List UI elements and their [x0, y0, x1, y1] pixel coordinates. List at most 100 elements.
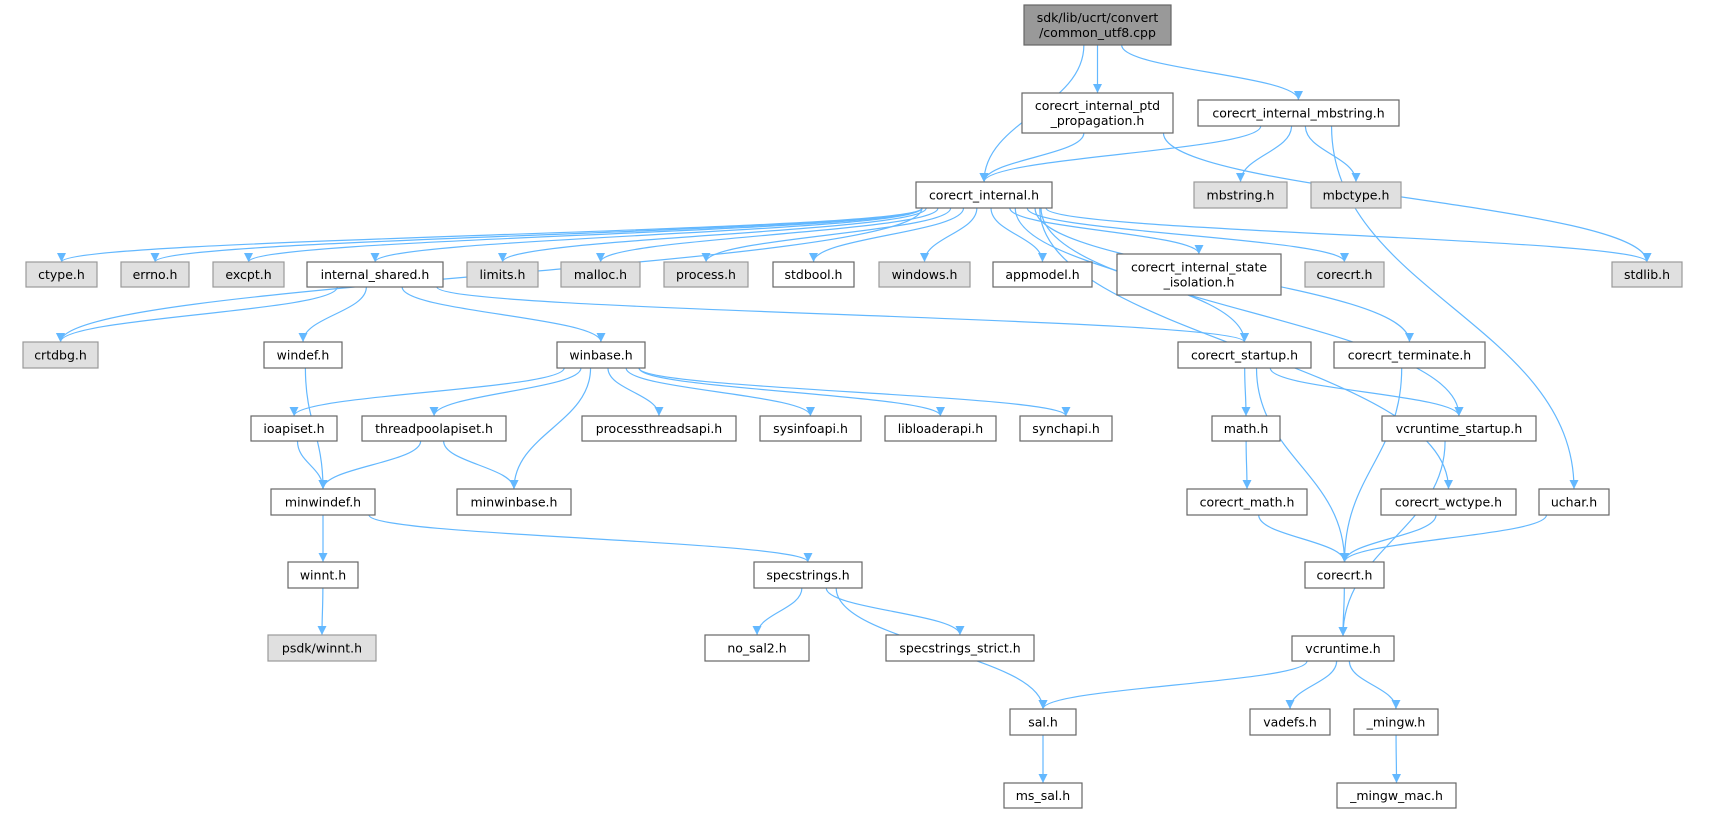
node-limits[interactable]: limits.h — [466, 261, 539, 288]
edge-mbsi-to-ci — [979, 125, 1262, 183]
edge-uchar-to-corecrt — [1340, 514, 1548, 563]
node-box — [759, 415, 862, 442]
node-windef[interactable]: windef.h — [263, 341, 343, 369]
node-math[interactable]: math.h — [1211, 415, 1281, 442]
node-box — [704, 634, 810, 662]
edge-startup-to-vcstartup — [1269, 367, 1464, 417]
edge-ishared-to-crtdbg — [56, 286, 338, 343]
node-ci[interactable]: corecrt_internal.h — [915, 181, 1053, 209]
node-label: math.h — [1224, 421, 1269, 436]
node-libloader[interactable]: libloaderapi.h — [884, 415, 997, 442]
node-label: process.h — [676, 267, 736, 282]
node-label: corecrt_math.h — [1200, 495, 1295, 510]
edge-winbase-to-ioapiset — [289, 367, 565, 417]
node-ishared[interactable]: internal_shared.h — [306, 261, 444, 288]
node-winnt[interactable]: winnt.h — [287, 561, 359, 589]
node-mbstring[interactable]: mbstring.h — [1193, 181, 1288, 209]
node-mingwmac[interactable]: _mingw_mac.h — [1336, 782, 1457, 809]
node-label: /common_utf8.cpp — [1039, 25, 1156, 40]
node-vcruntime[interactable]: vcruntime.h — [1291, 635, 1395, 662]
edge-vcruntime-to-mingw — [1348, 660, 1401, 710]
node-box — [1538, 488, 1610, 516]
node-box — [1023, 4, 1172, 46]
node-root: sdk/lib/ucrt/convert/common_utf8.cpp — [1023, 4, 1172, 46]
node-box — [1211, 415, 1281, 442]
node-corecrt[interactable]: corecrt.h — [1304, 561, 1385, 589]
node-label: vcruntime_startup.h — [1396, 421, 1523, 436]
node-wctype[interactable]: corecrt_wctype.h — [1380, 488, 1517, 516]
node-vadefs[interactable]: vadefs.h — [1249, 708, 1331, 736]
edge-winbase-to-threadpool — [429, 367, 582, 417]
node-label: mbctype.h — [1323, 188, 1390, 203]
node-appmodel[interactable]: appmodel.h — [992, 261, 1093, 288]
node-uchar[interactable]: uchar.h — [1538, 488, 1610, 516]
node-vcstartup[interactable]: vcruntime_startup.h — [1381, 415, 1537, 442]
node-ptd[interactable]: corecrt_internal_ptd_propagation.h — [1021, 92, 1174, 134]
node-specstrings[interactable]: specstrings.h — [753, 561, 863, 589]
node-synch[interactable]: synchapi.h — [1019, 415, 1113, 442]
node-minwindef[interactable]: minwindef.h — [270, 488, 376, 516]
edge-startup-to-corecrt — [1255, 367, 1349, 563]
node-threadpool[interactable]: threadpoolapiset.h — [361, 415, 507, 442]
node-process[interactable]: process.h — [663, 261, 749, 288]
node-mbctype[interactable]: mbctype.h — [1310, 181, 1402, 209]
node-label: uchar.h — [1551, 495, 1597, 510]
edge-mbsi-to-mbctype — [1304, 125, 1361, 183]
node-sal[interactable]: sal.h — [1009, 708, 1077, 736]
node-excpt[interactable]: excpt.h — [212, 261, 285, 288]
node-crtdbg[interactable]: crtdbg.h — [22, 341, 99, 369]
node-box — [663, 261, 749, 288]
node-label: processthreadsapi.h — [596, 421, 722, 436]
node-psdk[interactable]: psdk/winnt.h — [267, 634, 377, 662]
edge-ishared-to-winbase — [401, 286, 606, 343]
edge-startup-to-math — [1241, 367, 1251, 417]
node-mbsi[interactable]: corecrt_internal_mbstring.h — [1197, 99, 1400, 127]
node-mssal[interactable]: ms_sal.h — [1003, 782, 1083, 809]
node-sysinfo[interactable]: sysinfoapi.h — [759, 415, 862, 442]
node-box — [560, 261, 641, 288]
node-windows[interactable]: windows.h — [878, 261, 971, 288]
node-winbase[interactable]: winbase.h — [556, 341, 646, 369]
node-box — [1304, 561, 1385, 589]
node-box — [1310, 181, 1402, 209]
node-label: corecrt_internal.h — [929, 188, 1039, 203]
node-startup[interactable]: corecrt_startup.h — [1177, 341, 1312, 369]
node-errno[interactable]: errno.h — [120, 261, 190, 288]
edge-ishared-to-startup — [436, 286, 1249, 343]
edge-threadpool-to-minwinbase — [443, 440, 519, 490]
node-sstrict[interactable]: specstrings_strict.h — [885, 634, 1035, 662]
node-minwinbase[interactable]: minwinbase.h — [456, 488, 572, 516]
node-label: crtdbg.h — [34, 348, 87, 363]
node-terminate[interactable]: corecrt_terminate.h — [1333, 341, 1486, 369]
node-pthreads[interactable]: processthreadsapi.h — [581, 415, 737, 442]
node-label: _mingw_mac.h — [1349, 788, 1443, 803]
node-stdlib[interactable]: stdlib.h — [1611, 261, 1683, 288]
node-label: minwindef.h — [285, 495, 361, 510]
node-stdbool[interactable]: stdbool.h — [772, 261, 855, 288]
node-label: libloaderapi.h — [898, 421, 983, 436]
node-box — [1003, 782, 1083, 809]
node-nosal2[interactable]: no_sal2.h — [704, 634, 810, 662]
node-box — [1197, 99, 1400, 127]
edge-ci-to-ishared — [370, 207, 923, 263]
node-ctype[interactable]: ctype.h — [25, 261, 98, 288]
node-box — [884, 415, 997, 442]
node-mingw[interactable]: _mingw.h — [1353, 708, 1439, 736]
node-isolation[interactable]: corecrt_internal_state_isolation.h — [1116, 253, 1282, 296]
node-box — [556, 341, 646, 369]
node-label: psdk/winnt.h — [282, 641, 362, 656]
node-ioapiset[interactable]: ioapiset.h — [250, 415, 338, 442]
node-malloc[interactable]: malloc.h — [560, 261, 641, 288]
node-box — [250, 415, 338, 442]
node-label: appmodel.h — [1005, 267, 1079, 282]
node-label: ms_sal.h — [1016, 788, 1070, 803]
node-label: excpt.h — [225, 267, 271, 282]
node-corecrt_g[interactable]: corecrt.h — [1304, 261, 1385, 288]
node-label: minwinbase.h — [471, 495, 558, 510]
edge-ptd-to-ci — [979, 132, 1085, 183]
edge-vcruntime-to-sal — [1038, 660, 1308, 710]
node-label: stdbool.h — [785, 267, 843, 282]
node-cmath[interactable]: corecrt_math.h — [1186, 488, 1308, 516]
edge-ci-to-process — [701, 207, 952, 263]
